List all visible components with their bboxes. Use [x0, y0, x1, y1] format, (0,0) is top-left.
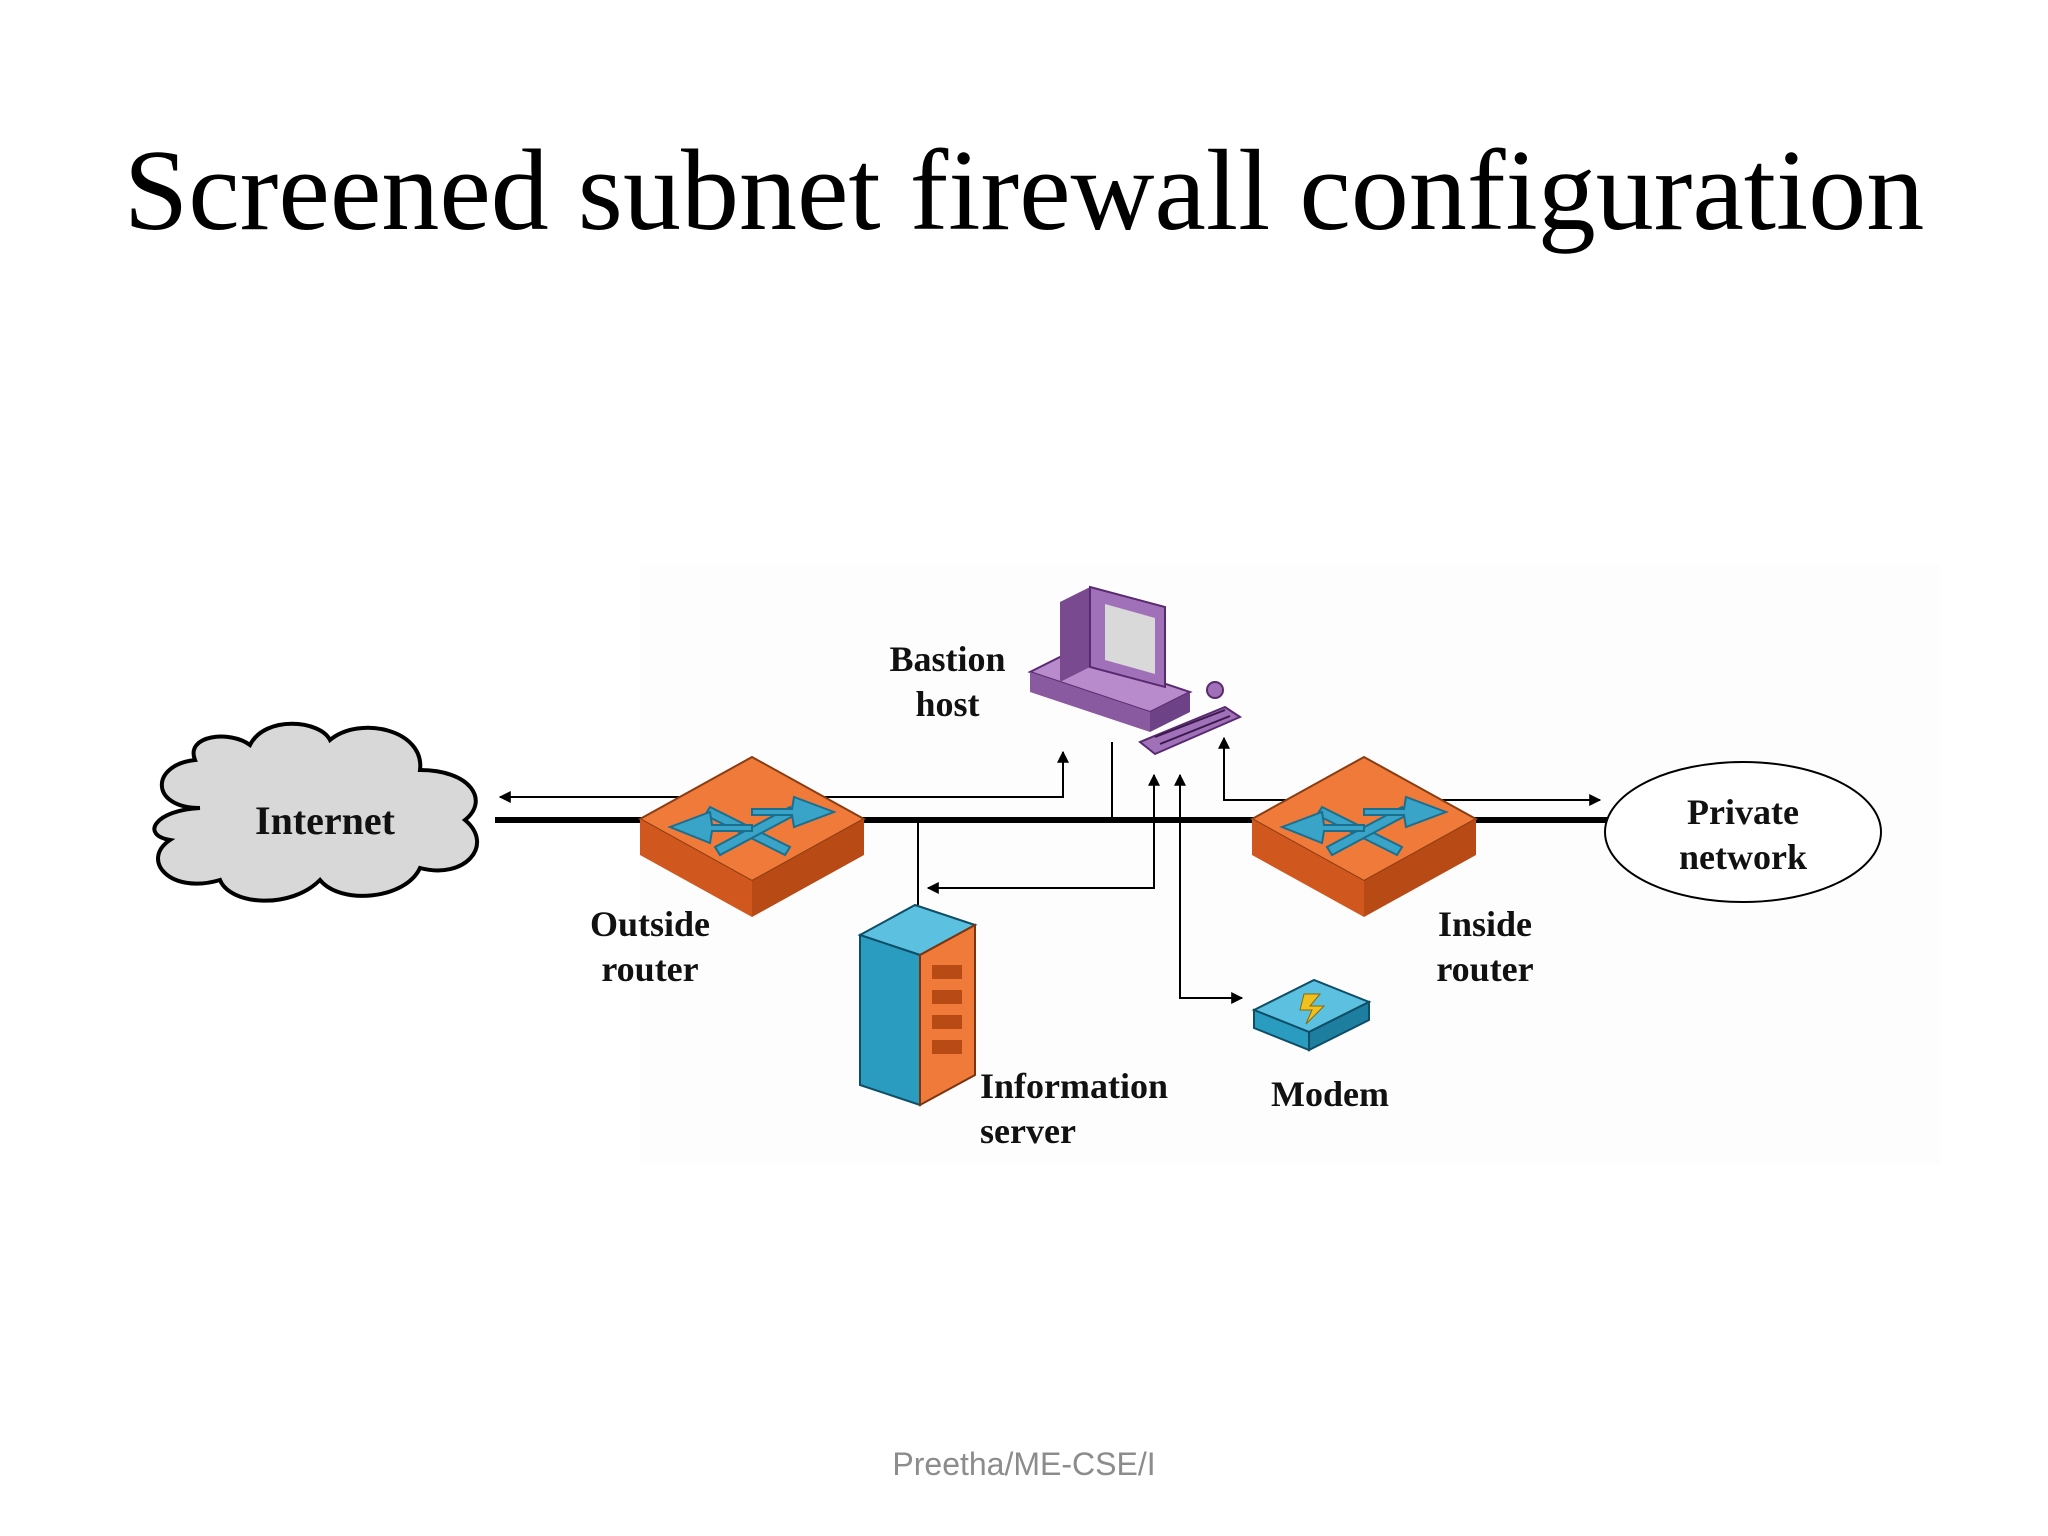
inside-router-label-line1: Inside	[1437, 904, 1533, 944]
internet-label: Internet	[255, 798, 395, 843]
bastion-host-label-line2: host	[915, 684, 980, 724]
outside-router-icon	[637, 755, 867, 917]
bastion-host-icon	[1027, 585, 1243, 756]
outside-router-label-line1: Outside	[589, 904, 711, 944]
information-server-label-line1: Information	[980, 1066, 1168, 1106]
inside-router-label: Inside router	[1395, 902, 1575, 992]
bastion-host-label-line1: Bastion	[889, 639, 1006, 679]
outside-router-label: Outside router	[560, 902, 740, 992]
modem-icon	[1251, 978, 1372, 1052]
information-server-label-line2: server	[980, 1111, 1076, 1151]
bastion-host-label: Bastion host	[860, 637, 1035, 727]
inside-router-label-line2: router	[1436, 949, 1534, 989]
information-server-label: Information server	[980, 1064, 1210, 1154]
internet-cloud-icon	[152, 721, 479, 903]
inside-router-icon	[1249, 755, 1479, 917]
private-network-label: Private network	[1653, 790, 1833, 880]
private-network-ellipse	[1604, 761, 1882, 903]
modem-label: Modem	[1271, 1074, 1389, 1114]
slide-title: Screened subnet firewall configuration	[123, 127, 1925, 255]
information-server-icon	[857, 903, 978, 1107]
private-network-label-line1: Private	[1687, 792, 1799, 832]
slide-footer: Preetha/ME-CSE/I	[892, 1446, 1156, 1482]
outside-router-label-line2: router	[601, 949, 699, 989]
private-network-label-line2: network	[1679, 837, 1807, 877]
